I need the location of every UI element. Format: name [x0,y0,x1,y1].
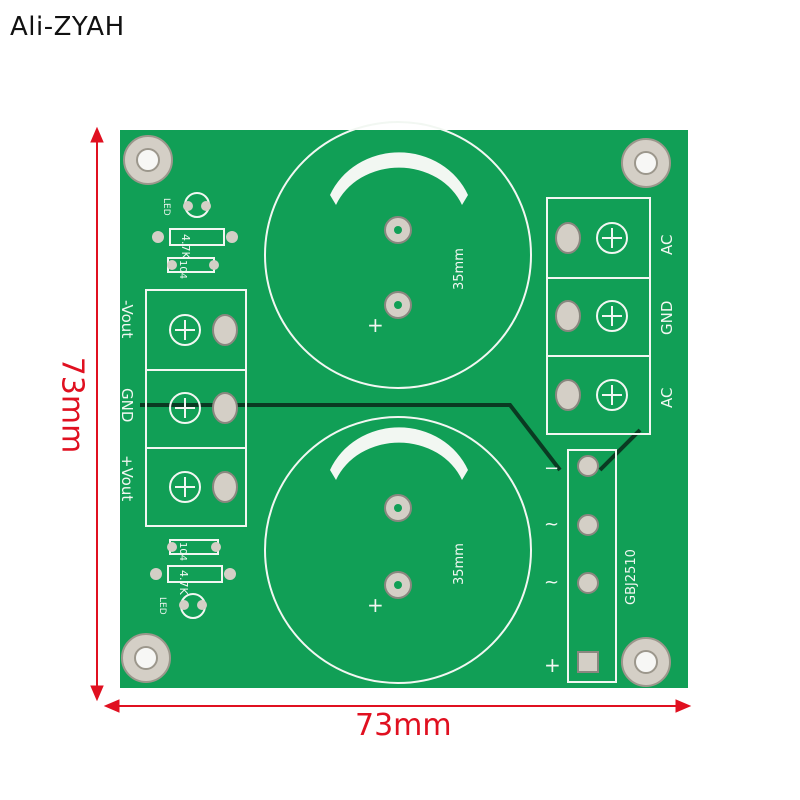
resistor-bottom-label: 4.7K [177,570,190,595]
resistor-bottom [150,539,236,583]
bridge-pin-label-2: ~ [544,514,559,535]
capacitor-bottom-plus: + [367,593,384,617]
capacitor-bottom [264,416,532,684]
mounting-holes [121,135,671,687]
bridge-rectifier-label: GBJ2510 [624,549,639,605]
right-terminal-pads [555,222,581,411]
capacitor-top-size-label: 35mm [452,248,467,290]
width-dimension-label: 73mm [355,708,452,743]
capacitor-top-plus: + [367,313,384,337]
led-top-label: LED [161,198,171,216]
height-dimension-label: 73mm [54,356,90,454]
dimension-lines [90,126,692,713]
led-top [183,192,211,218]
bridge-pin-label-4: + [544,653,561,677]
left-terminal-pads [212,314,238,503]
resistor-top-label: 4.7K [179,234,192,259]
right-terminal-label-2: GND [658,301,676,335]
led-bottom-label: LED [157,597,167,615]
capacitor-top [264,121,532,389]
left-terminal-block [145,289,247,527]
brand-watermark: Ali-ZYAH [10,12,125,42]
cap-small-top-label: 104 [177,260,188,279]
left-terminal-label-1: -Vout [118,300,136,338]
cap-small-bottom-label: 104 [177,542,188,561]
led-bottom [179,593,207,619]
right-terminal-label-1: AC [658,235,676,255]
copper-traces [140,403,642,472]
left-terminal-label-3: +Vout [118,455,136,501]
bridge-pin-label-3: ~ [544,572,559,593]
right-terminal-block [546,197,651,435]
left-terminal-label-2: GND [118,388,136,422]
resistor-top [152,228,238,273]
right-terminal-label-3: AC [658,388,676,408]
bridge-pin-label-1: − [544,458,559,479]
bridge-rectifier [567,449,617,683]
capacitor-bottom-size-label: 35mm [452,543,467,585]
